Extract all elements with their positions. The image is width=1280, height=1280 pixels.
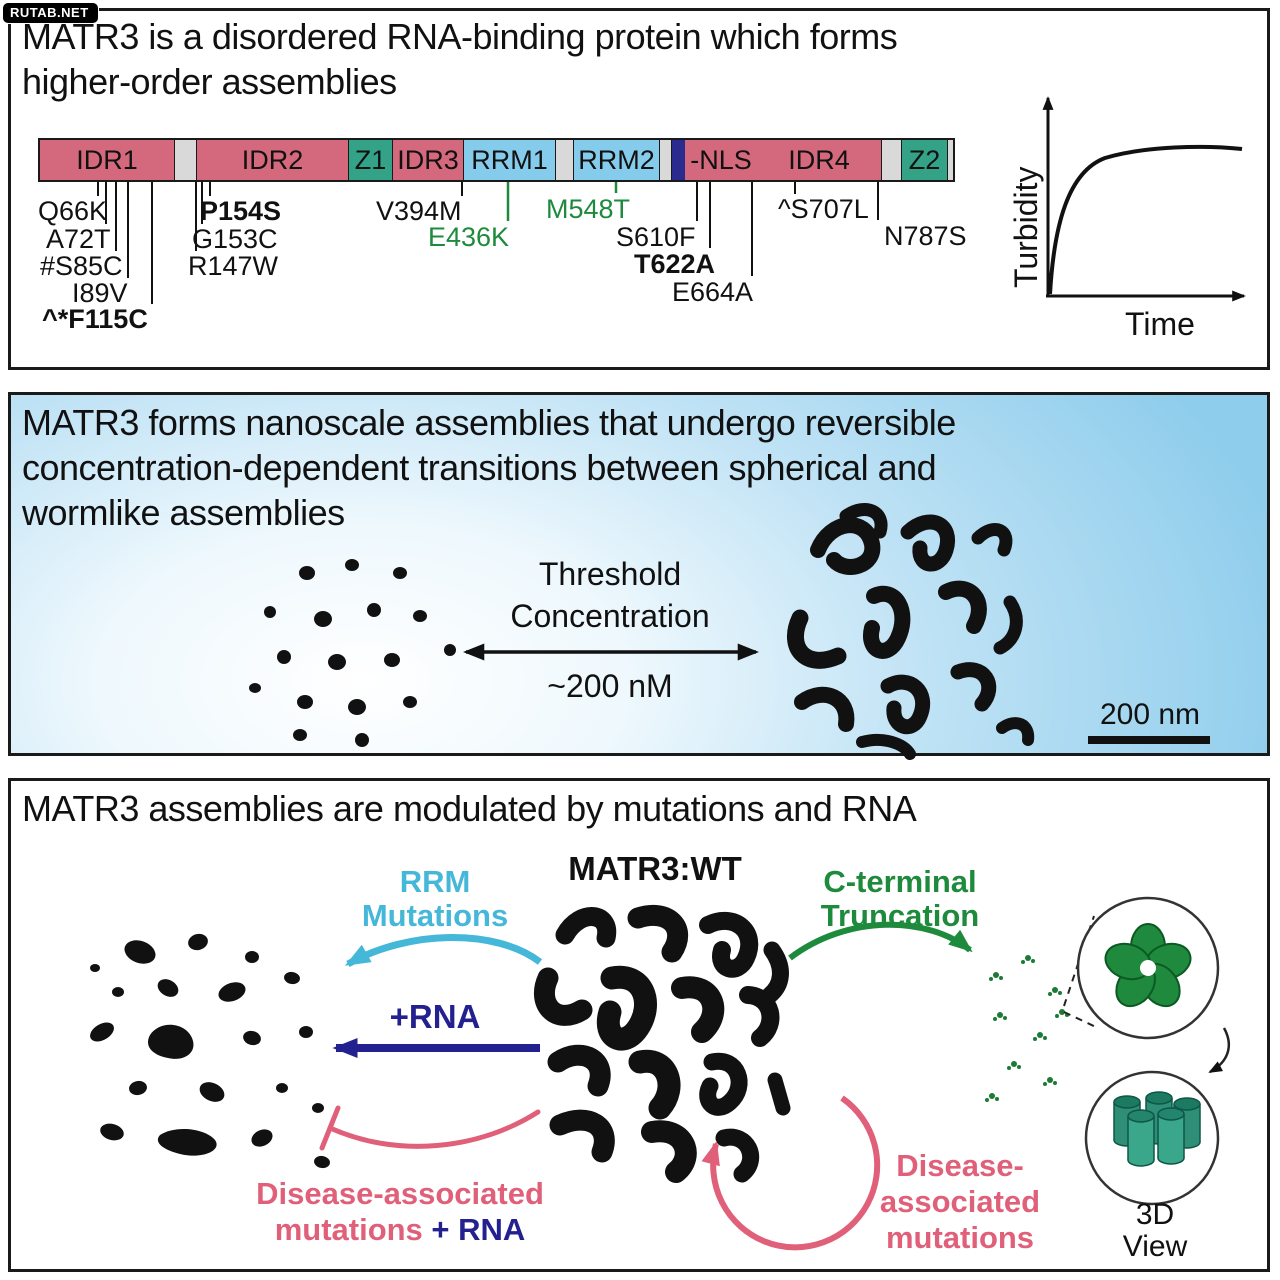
mutation-label: R147W <box>188 251 279 281</box>
rrm-mutations-label-line1: RRM <box>399 864 471 899</box>
nls-band <box>671 140 685 180</box>
watermark-badge: RUTAB.NET <box>2 2 99 24</box>
threshold-label-line2: Concentration <box>510 598 710 634</box>
panel-nanoscale-assemblies <box>8 392 1270 756</box>
mutation-label: G153C <box>192 224 278 254</box>
panel1-title: MATR3 is a disordered RNA-binding protei… <box>22 14 898 104</box>
panel2-title-line3: wormlike assemblies <box>22 492 345 533</box>
matr3-wt-label: MATR3:WT <box>568 850 742 887</box>
domain-z1: Z1 <box>348 140 392 180</box>
domain-rrm1: RRM1 <box>463 140 555 180</box>
mutation-label: Q66K <box>38 196 108 226</box>
turbidity-axis-label: Turbidity <box>1008 166 1044 288</box>
domain-rrm2: RRM2 <box>573 140 659 180</box>
mutation-label: E436K <box>428 222 510 252</box>
scale-bar-label: 200 nm <box>1099 698 1201 731</box>
disease-rna-label-line2: mutations + RNA <box>240 1212 560 1248</box>
disease-rna-rna-text: + RNA <box>431 1212 526 1247</box>
threshold-label-line1: Threshold <box>538 556 682 592</box>
panel1-title-line2: higher-order assemblies <box>22 61 397 102</box>
disease-label-line2: associated <box>879 1184 1041 1219</box>
mutation-label: ^S707L <box>778 194 869 224</box>
truncation-label-line2: Truncation <box>820 898 980 933</box>
domain-idr3: IDR3 <box>392 140 463 180</box>
linker <box>881 140 901 180</box>
truncation-label-line1: C-terminal <box>823 864 977 899</box>
domain-idr1: IDR1 <box>40 140 174 180</box>
mutation-label: T622A <box>634 249 716 279</box>
mutation-label: A72T <box>46 224 111 254</box>
domain-z2: Z2 <box>901 140 947 180</box>
mutation-label: P154S <box>200 196 282 226</box>
disease-rna-label-line1: Disease-associated <box>256 1176 544 1211</box>
mutation-label: M548T <box>546 194 631 224</box>
mutation-label: N787S <box>884 221 967 251</box>
linker <box>659 140 671 180</box>
mutation-label: I89V <box>72 278 128 308</box>
disease-label-line1: Disease- <box>896 1148 1024 1183</box>
protein-domain-bar: IDR1 IDR2 Z1 IDR3 RRM1 RRM2 -NLS IDR4 Z2 <box>38 138 955 182</box>
linker <box>555 140 573 180</box>
panel1-title-line1: MATR3 is a disordered RNA-binding protei… <box>22 16 898 57</box>
time-axis-label: Time <box>1125 306 1195 342</box>
panel2-title: MATR3 forms nanoscale assemblies that un… <box>22 400 956 535</box>
linker <box>174 140 196 180</box>
disease-label-line3: mutations <box>885 1220 1035 1255</box>
domain-idr4: IDR4 <box>757 140 881 180</box>
domain-idr2: IDR2 <box>196 140 348 180</box>
view-label-line1: 3D <box>1135 1198 1175 1231</box>
view-label-line2: View <box>1122 1230 1188 1263</box>
panel2-title-line1: MATR3 forms nanoscale assemblies that un… <box>22 402 956 443</box>
panel2-title-line2: concentration-dependent transitions betw… <box>22 447 937 488</box>
disease-rna-mutations-text: mutations <box>274 1212 432 1247</box>
domain-nls: -NLS <box>685 140 757 180</box>
panel3-title: MATR3 assemblies are modulated by mutati… <box>22 788 917 829</box>
rna-label: +RNA <box>389 998 481 1035</box>
linker <box>947 140 953 180</box>
mutation-label: V394M <box>376 196 462 226</box>
rrm-mutations-label-line2: Mutations <box>361 898 509 933</box>
threshold-value: ~200 nM <box>547 668 673 704</box>
mutation-label: ^*F115C <box>42 304 148 334</box>
mutation-label: S610F <box>616 222 696 252</box>
mutation-label: E664A <box>672 277 754 307</box>
mutation-label: #S85C <box>40 251 123 281</box>
